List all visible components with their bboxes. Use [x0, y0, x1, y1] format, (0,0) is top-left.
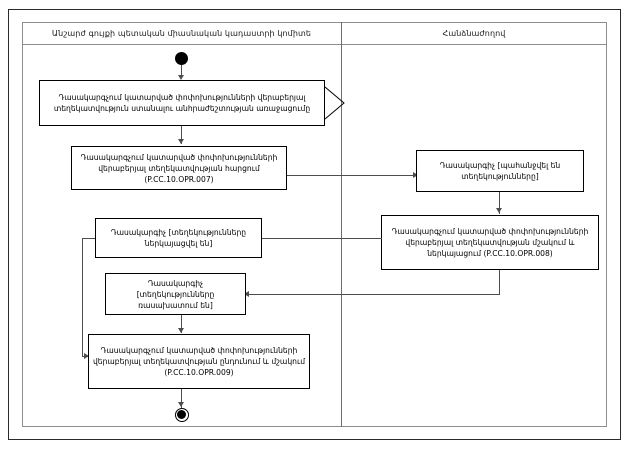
arrowhead-b1-to-b2 [496, 208, 502, 213]
arrowhead-start-to-a1 [178, 75, 184, 80]
edge-a4-to-a5 [181, 315, 182, 333]
action-node-a1-line-2: տեղեկատվություն ստանալու անհրաժեշտության… [53, 104, 311, 113]
page-frame [8, 9, 621, 440]
final-node-core [177, 410, 187, 420]
action-node-b2[interactable]: Դասակարգչում կատարված փոփոխությունների վ… [381, 215, 599, 270]
edge-a5-to-end [181, 389, 182, 408]
action-node-a1[interactable]: Դասակարգչում կատարված փոփոխությունների վ… [39, 80, 325, 126]
action-node-b2-line-2: վերաբերյալ տեղեկատվության մշակում և [405, 238, 575, 247]
arrowhead-a1-to-a2 [178, 139, 184, 144]
action-node-a5[interactable]: Դասակարգչում կատարված փոփոխությունների վ… [88, 334, 310, 389]
state-node-a4-line-3: ռասախատում են] [138, 300, 213, 310]
action-node-a5-line-3: (P.CC.10.OPR.009) [164, 368, 234, 377]
state-node-a3-line-2: ներկայացվել են] [144, 239, 213, 248]
edge-a3-to-b2-rail [262, 238, 382, 239]
action-node-a2-line-3: (P.CC.10.OPR.007) [144, 174, 214, 184]
arrowhead-b2-to-a4 [244, 291, 249, 297]
state-node-a4-line-1: Դասակարգիչ [147, 278, 204, 288]
action-node-b2-line-1: Դասակարգչում կատարված փոփոխությունների [391, 227, 589, 236]
state-node-a3-line-1: Դասակարգիչ [տեղեկությունները [110, 228, 247, 237]
swimlane-divider [341, 22, 342, 427]
arrowhead-a2-to-b1 [413, 172, 418, 178]
state-node-b1-line-2: տեղեկությունները] [461, 172, 539, 181]
edge-a2-to-b1 [287, 175, 416, 176]
state-node-b1[interactable]: Դասակարգիչ [պահանջվել են տեղեկություններ… [416, 150, 584, 192]
edge-a3-left-rail [82, 238, 83, 356]
final-node [175, 408, 189, 422]
state-node-b1-line-1: Դասակարգիչ [պահանջվել են [439, 161, 561, 170]
state-node-a3[interactable]: Դասակարգիչ [տեղեկությունները ներկայացվել… [95, 218, 262, 258]
edge-b2-to-a4-horizontal [247, 294, 500, 295]
edge-a1-to-a2 [181, 126, 182, 144]
action-node-a2-line-2: վերաբերյալ տեղեկատվության հարցում [98, 163, 260, 173]
initial-node [175, 52, 188, 65]
send-signal-icon [324, 86, 345, 120]
state-node-a4[interactable]: Դասակարգիչ [տեղեկությունները ռասախատում … [105, 273, 246, 315]
action-node-a2[interactable]: Դասակարգչում կատարված փոփոխությունների վ… [71, 146, 287, 190]
edge-b2-to-a4-vertical [499, 270, 500, 294]
action-node-a1-line-1: Դասակարգչում կատարված փոփոխությունների վ… [58, 93, 306, 102]
swimlane-title-left: Անշարժ գույքի պետական միասնական կադաստրի… [51, 29, 312, 38]
swimlane-title-right: Հանձնաժողով [442, 29, 506, 38]
arrowhead-a4-to-a5 [178, 328, 184, 333]
edge-b1-to-b2 [499, 192, 500, 214]
action-node-a2-line-1: Դասակարգչում կատարված փոփոխությունների [80, 152, 278, 162]
action-node-a5-line-2: վերաբերյալ տեղեկատվության ընդունում և մշ… [92, 357, 306, 366]
edge-start-to-a1 [181, 65, 182, 78]
swimlane-header-rule [22, 44, 607, 45]
action-node-a5-line-1: Դասակարգչում կատարված փոփոխությունների [100, 346, 298, 355]
arrowhead-a5-to-end [178, 402, 184, 407]
action-node-b2-line-3: ներկայացում (P.CC.10.OPR.008) [427, 249, 553, 258]
edge-a3-left-stub [82, 238, 95, 239]
swimlane-container [22, 22, 607, 427]
state-node-a4-line-2: [տեղեկությունները [136, 289, 215, 299]
arrowhead-a3-to-a5 [84, 353, 89, 359]
